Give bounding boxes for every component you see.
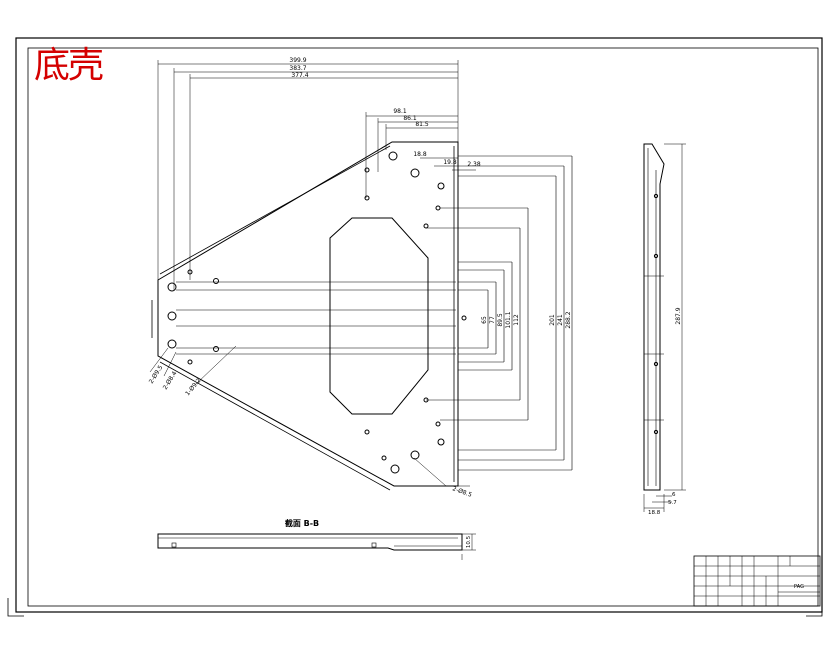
section-label: 截面 B-B bbox=[285, 518, 319, 528]
dim-small-0: 18.8 bbox=[413, 151, 427, 158]
drawing-title: 底壳 bbox=[34, 45, 104, 86]
dim-upper-0: 98.1 bbox=[393, 108, 407, 115]
dim-v-3: 101.1 bbox=[505, 311, 512, 328]
dim-v-1: 77 bbox=[489, 316, 496, 324]
dim-upper-2: 81.5 bbox=[415, 121, 429, 128]
dim-top-1: 383.7 bbox=[289, 65, 306, 72]
dim-top-0: 399.9 bbox=[289, 57, 306, 64]
hole-3: 2-Ø8.5 bbox=[451, 485, 473, 499]
hole-1: 2-Ø8.4 bbox=[162, 370, 179, 391]
dim-v-2: 89.5 bbox=[497, 313, 504, 327]
dim-v-6: 241 bbox=[557, 314, 564, 326]
dim-top-2: 377.4 bbox=[291, 72, 308, 79]
side-dim-1: 6 bbox=[672, 492, 676, 498]
hole-callouts: 2-Ø9.5 2-Ø8.4 1-Ø9.2 2-Ø8.5 bbox=[148, 345, 473, 499]
main-plate bbox=[151, 141, 467, 491]
dim-upper-1: 86.1 bbox=[403, 115, 417, 122]
title-block: PAG bbox=[693, 555, 821, 607]
dim-v-7: 288.2 bbox=[565, 311, 572, 328]
dim-small-1: 19.8 bbox=[443, 159, 457, 166]
holes bbox=[167, 151, 467, 474]
outer-frame bbox=[15, 37, 823, 613]
title-block-label: PAG bbox=[794, 584, 804, 590]
dim-v-4: 112 bbox=[513, 314, 520, 326]
section-bb: 截面 B-B 10.5 bbox=[157, 518, 476, 560]
side-dim-2: 5.7 bbox=[668, 500, 677, 506]
hole-0: 2-Ø9.5 bbox=[148, 364, 165, 385]
side-view: 287.9 6 5.7 18.8 bbox=[643, 143, 686, 516]
inner-frame bbox=[27, 47, 819, 607]
side-dim-0: 287.9 bbox=[675, 307, 682, 324]
vertical-dimensions: 65 77 89.5 101.1 112 201 241 288.2 bbox=[426, 155, 573, 471]
side-dim-3: 18.8 bbox=[648, 510, 661, 516]
section-dim: 10.5 bbox=[466, 535, 472, 548]
dim-v-5: 201 bbox=[549, 314, 556, 326]
dim-v-0: 65 bbox=[481, 316, 488, 324]
dim-small-2: 2.38 bbox=[467, 161, 481, 168]
top-dimensions: 399.9 383.7 377.4 98.1 86.1 81.5 18.8 19… bbox=[157, 57, 481, 290]
